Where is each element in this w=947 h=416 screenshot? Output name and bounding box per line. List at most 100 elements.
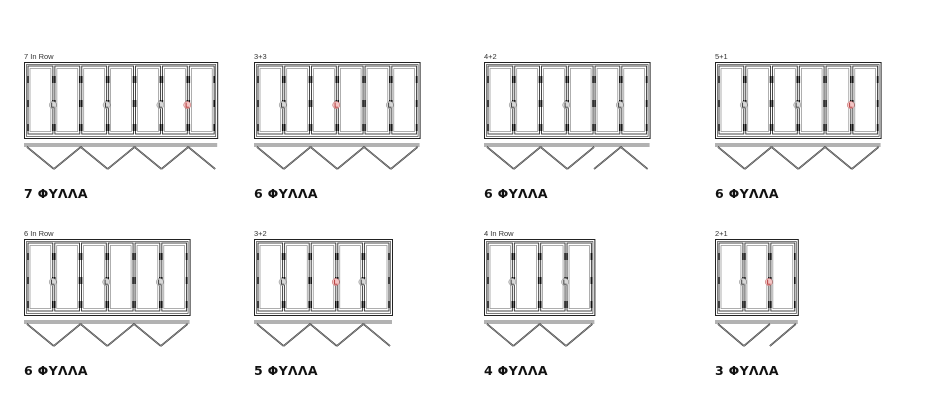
handle-icon bbox=[278, 278, 287, 286]
config-label: 3+3 bbox=[254, 52, 267, 61]
handle-icon bbox=[793, 101, 802, 109]
door-panel bbox=[257, 65, 284, 135]
door-panel bbox=[364, 65, 391, 135]
config-label: 5+1 bbox=[715, 52, 728, 61]
door-panel bbox=[770, 242, 796, 312]
config-label: 7 In Row bbox=[24, 52, 54, 61]
fold-pattern bbox=[26, 323, 189, 347]
door-panel bbox=[283, 242, 311, 312]
door-panel bbox=[337, 65, 364, 135]
fold-pattern bbox=[256, 146, 419, 170]
handle-icon bbox=[562, 101, 571, 109]
door-panel bbox=[27, 65, 54, 135]
door-panel bbox=[513, 242, 540, 312]
panel-count: 7 ΦΥΛΛΑ bbox=[24, 186, 88, 201]
door-panel bbox=[487, 65, 514, 135]
panel-count: 6 ΦΥΛΛΑ bbox=[715, 186, 779, 201]
door-panel bbox=[621, 65, 648, 135]
fold-pattern bbox=[717, 146, 880, 170]
folding-door-diagram bbox=[715, 62, 882, 170]
panel-count: 6 ΦΥΛΛΑ bbox=[24, 363, 88, 378]
handle-icon bbox=[846, 101, 855, 109]
inner-frame bbox=[256, 241, 391, 314]
handle-icon bbox=[48, 278, 57, 286]
handle-icon bbox=[739, 101, 748, 109]
handle-icon bbox=[278, 101, 287, 109]
folding-door-diagram bbox=[483, 239, 596, 347]
door-panel bbox=[540, 65, 568, 135]
handle-icon bbox=[561, 278, 569, 286]
door-panel bbox=[825, 65, 852, 135]
folding-door-diagram bbox=[24, 239, 191, 347]
door-panel bbox=[80, 65, 108, 135]
door-panel bbox=[566, 242, 593, 312]
folding-door-diagram bbox=[24, 62, 219, 170]
inner-frame bbox=[717, 64, 880, 137]
door-panel bbox=[310, 242, 337, 312]
panel-count: 4 ΦΥΛΛΑ bbox=[484, 363, 548, 378]
door-panel bbox=[134, 65, 162, 135]
door-panel bbox=[744, 242, 770, 312]
door-panel bbox=[134, 242, 161, 312]
door-panel bbox=[539, 242, 566, 312]
door-panel bbox=[391, 65, 418, 135]
door-panel bbox=[852, 65, 879, 135]
door-panel bbox=[283, 65, 311, 135]
door-panel bbox=[161, 242, 188, 312]
fold-pattern bbox=[486, 323, 593, 347]
handle-icon bbox=[331, 278, 340, 286]
door-panel bbox=[337, 242, 364, 312]
folding-door-diagram bbox=[254, 239, 393, 347]
inner-frame bbox=[717, 241, 797, 314]
door-panel bbox=[718, 65, 745, 135]
inner-frame bbox=[26, 64, 217, 137]
handle-icon bbox=[49, 101, 57, 109]
panel-count: 6 ΦΥΛΛΑ bbox=[484, 186, 548, 201]
handle-icon bbox=[739, 278, 747, 286]
door-panel bbox=[54, 65, 81, 135]
inner-frame bbox=[486, 241, 594, 314]
folding-door-diagram bbox=[484, 62, 651, 170]
fold-pattern bbox=[486, 146, 649, 170]
handle-icon bbox=[332, 101, 341, 109]
config-label: 2+1 bbox=[715, 229, 728, 238]
door-panel bbox=[188, 65, 215, 135]
config-label: 4 In Row bbox=[484, 229, 514, 238]
door-panel bbox=[718, 242, 744, 312]
handle-icon bbox=[358, 278, 367, 286]
fold-pattern bbox=[256, 323, 391, 347]
door-panel bbox=[594, 65, 621, 135]
door-panel bbox=[513, 65, 541, 135]
handle-icon bbox=[155, 278, 164, 286]
panel-count: 6 ΦΥΛΛΑ bbox=[254, 186, 318, 201]
config-label: 4+2 bbox=[484, 52, 497, 61]
handle-icon bbox=[508, 101, 517, 109]
door-panel bbox=[567, 65, 594, 135]
panel-count: 3 ΦΥΛΛΑ bbox=[715, 363, 779, 378]
door-panel bbox=[53, 242, 81, 312]
door-panel bbox=[107, 242, 134, 312]
folding-door-diagram bbox=[254, 62, 421, 170]
door-panel bbox=[744, 65, 772, 135]
config-label: 3+2 bbox=[254, 229, 267, 238]
handle-icon bbox=[615, 101, 624, 109]
inner-frame bbox=[26, 241, 189, 314]
handle-icon bbox=[508, 278, 517, 286]
handle-icon bbox=[156, 101, 165, 109]
handle-icon bbox=[183, 101, 192, 109]
folding-door-diagram bbox=[715, 239, 799, 347]
handle-icon bbox=[102, 278, 111, 286]
door-panel bbox=[80, 242, 108, 312]
door-panel bbox=[771, 65, 799, 135]
fold-pattern bbox=[26, 146, 216, 170]
handle-icon bbox=[385, 101, 394, 109]
fold-pattern bbox=[717, 323, 797, 347]
door-panel bbox=[310, 65, 338, 135]
door-panel bbox=[257, 242, 284, 312]
door-panel bbox=[27, 242, 54, 312]
door-panel bbox=[161, 65, 189, 135]
door-panel bbox=[363, 242, 390, 312]
door-panel bbox=[107, 65, 135, 135]
panel-count: 5 ΦΥΛΛΑ bbox=[254, 363, 318, 378]
handle-icon bbox=[102, 101, 111, 109]
